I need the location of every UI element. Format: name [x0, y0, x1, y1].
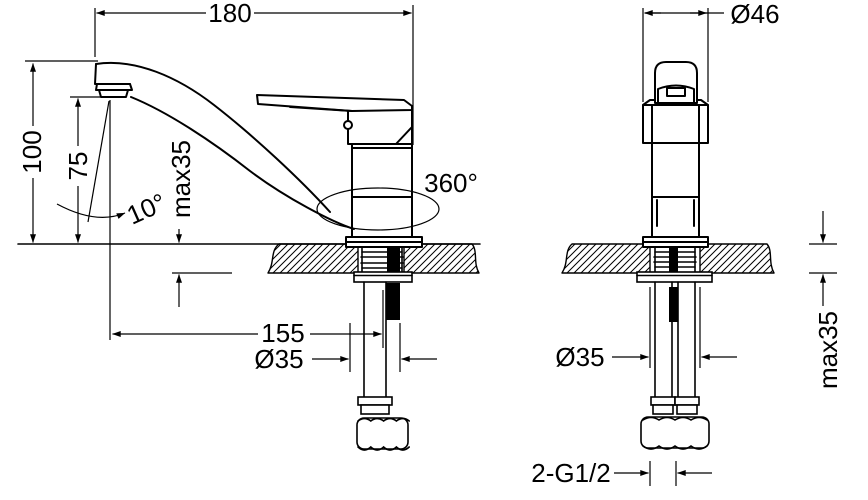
dim-label-100: 100: [17, 130, 47, 173]
counter-hatch-left: [267, 243, 359, 274]
threaded-stud-lower: [386, 283, 400, 320]
dim-overall-width: 180: [94, 0, 414, 145]
counter-hatch-left: [561, 243, 651, 274]
spout-head: [94, 63, 131, 85]
dim-label-180: 180: [208, 0, 251, 28]
dim-max-deck-front: max35: [809, 211, 843, 389]
faucet-body-side: [351, 143, 413, 238]
dim-overall-height: 100: [17, 60, 98, 243]
side-view: 180 100 75 max35 10°: [17, 0, 481, 451]
hose-collar-side: [357, 396, 393, 406]
dim-spout-angle: 10°: [56, 100, 170, 340]
countertop-front: [561, 243, 775, 274]
dim-label-dia35-front: Ø35: [555, 342, 604, 372]
dim-label-360deg: 360°: [424, 168, 478, 198]
under-counter-side: [353, 247, 413, 451]
swivel-ellipse: [316, 187, 440, 231]
counter-hatch-right: [699, 243, 775, 274]
set-screw: [343, 120, 353, 130]
lever-handle-side: [256, 94, 413, 112]
dim-spout-height: 75: [63, 96, 103, 243]
faucet-column-front: [651, 142, 700, 238]
counter-hatch-right: [403, 243, 480, 274]
dim-label-155: 155: [261, 318, 304, 348]
threaded-stud-lower: [669, 287, 678, 322]
mounting-flange-front: [636, 271, 713, 283]
front-view: Ø46 Ø35 max35 2-G1/2: [531, 0, 843, 488]
dim-label-2-g12: 2-G1/2: [531, 458, 611, 488]
hose-collar-left: [650, 396, 676, 406]
threaded-stud-upper: [387, 247, 400, 273]
faucet-front: [642, 61, 709, 248]
spout-upper-edge: [95, 62, 331, 213]
dim-label-10deg: 10°: [122, 187, 170, 230]
faucet-side: [94, 62, 440, 248]
dim-spout-reach: 155: [112, 290, 384, 348]
dim-shank-dia-front: Ø35: [555, 287, 737, 372]
hose-collar-right: [674, 396, 700, 406]
aerator-outlet: [98, 89, 129, 98]
threaded-stud-upper: [669, 247, 678, 273]
dim-body-dia: Ø46: [642, 0, 780, 102]
dim-label-max35-side: max35: [166, 140, 196, 218]
spout-lower-edge: [130, 96, 355, 230]
cartridge-cap: [347, 109, 413, 145]
dim-shank-dia-side: Ø35: [254, 323, 437, 374]
dim-label-dia35-side: Ø35: [254, 344, 303, 374]
hose-nut-side: [356, 417, 409, 450]
mounting-flange-side: [353, 271, 413, 283]
under-counter-front: [636, 247, 713, 450]
dim-max-deck-side: max35: [166, 140, 232, 307]
dim-label-dia46: Ø46: [730, 0, 779, 29]
dim-hose-thread: 2-G1/2: [531, 458, 712, 488]
dim-label-max35-front: max35: [813, 311, 843, 389]
hose-nuts-front: [640, 416, 710, 449]
dim-label-75: 75: [63, 152, 93, 181]
countertop-side: [17, 243, 481, 274]
handle-detail: [666, 87, 686, 97]
aerator-upper: [95, 83, 133, 91]
